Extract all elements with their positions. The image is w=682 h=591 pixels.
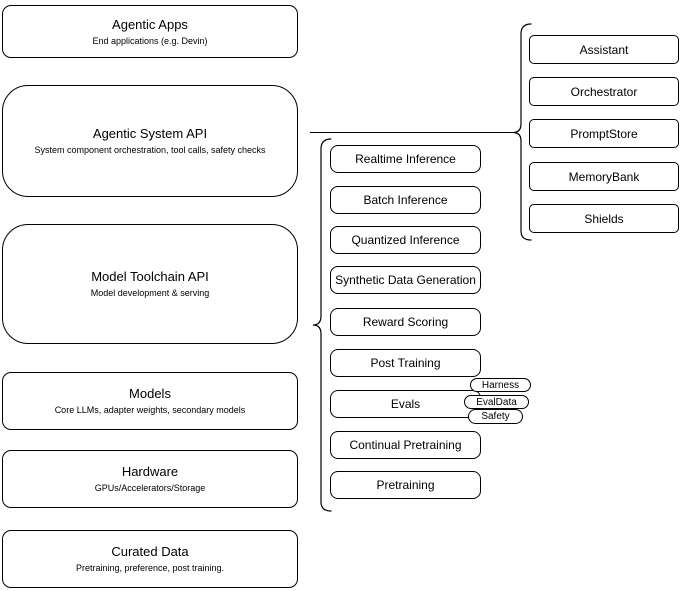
tag-evaldata: EvalData <box>464 395 529 409</box>
node-subtitle: GPUs/Accelerators/Storage <box>94 483 206 493</box>
node-continual-pretraining: Continual Pretraining <box>330 431 481 459</box>
node-title: Model Toolchain API <box>91 269 209 284</box>
node-batch-inference: Batch Inference <box>330 186 481 214</box>
node-assistant: Assistant <box>529 35 679 64</box>
node-title: Curated Data <box>111 544 189 559</box>
node-pretraining: Pretraining <box>330 471 481 499</box>
tag-label: EvalData <box>476 396 517 408</box>
node-hardware: Hardware GPUs/Accelerators/Storage <box>2 450 298 508</box>
node-title: Models <box>129 386 171 401</box>
node-label: Post Training <box>370 356 441 370</box>
node-subtitle: Pretraining, preference, post training. <box>75 563 225 573</box>
node-evals: Evals <box>330 390 481 418</box>
tag-harness: Harness <box>470 378 531 392</box>
node-agentic-apps: Agentic Apps End applications (e.g. Devi… <box>2 5 298 58</box>
node-agentic-system-api: Agentic System API System component orch… <box>2 85 298 197</box>
node-title: Hardware <box>121 464 179 479</box>
node-title: Agentic System API <box>92 126 208 141</box>
node-title: Agentic Apps <box>112 16 188 32</box>
node-subtitle: Model development & serving <box>90 288 210 298</box>
node-memorybank: MemoryBank <box>529 162 679 191</box>
node-subtitle: End applications (e.g. Devin) <box>92 35 208 46</box>
node-label: Quantized Inference <box>351 233 460 247</box>
node-subtitle: Core LLMs, adapter weights, secondary mo… <box>54 405 246 415</box>
node-models: Models Core LLMs, adapter weights, secon… <box>2 372 298 430</box>
node-reward-scoring: Reward Scoring <box>330 308 481 336</box>
toolchain-bracket <box>312 138 332 512</box>
node-label: Shields <box>584 211 624 226</box>
node-label: Reward Scoring <box>362 315 449 329</box>
node-label: Assistant <box>579 42 629 57</box>
node-shields: Shields <box>529 204 679 233</box>
node-label: Evals <box>390 397 421 411</box>
node-model-toolchain-api: Model Toolchain API Model development & … <box>2 224 298 344</box>
tag-label: Harness <box>481 379 520 391</box>
node-promptstore: PromptStore <box>529 119 679 148</box>
node-synthetic-data-generation: Synthetic Data Generation <box>330 266 481 294</box>
node-label: Pretraining <box>376 478 435 492</box>
node-subtitle: System component orchestration, tool cal… <box>34 145 266 155</box>
node-label: PromptStore <box>570 126 638 141</box>
node-realtime-inference: Realtime Inference <box>330 145 481 173</box>
node-label: Continual Pretraining <box>349 438 462 452</box>
node-quantized-inference: Quantized Inference <box>330 226 481 254</box>
tag-label: Safety <box>481 411 510 422</box>
node-orchestrator: Orchestrator <box>529 77 679 106</box>
node-curated-data: Curated Data Pretraining, preference, po… <box>2 530 298 588</box>
node-post-training: Post Training <box>330 349 481 377</box>
node-label: MemoryBank <box>568 169 640 184</box>
node-label: Realtime Inference <box>355 152 456 166</box>
node-label: Orchestrator <box>570 84 638 99</box>
node-label: Synthetic Data Generation <box>335 273 476 287</box>
tag-safety: Safety <box>468 409 523 424</box>
node-label: Batch Inference <box>363 193 448 207</box>
